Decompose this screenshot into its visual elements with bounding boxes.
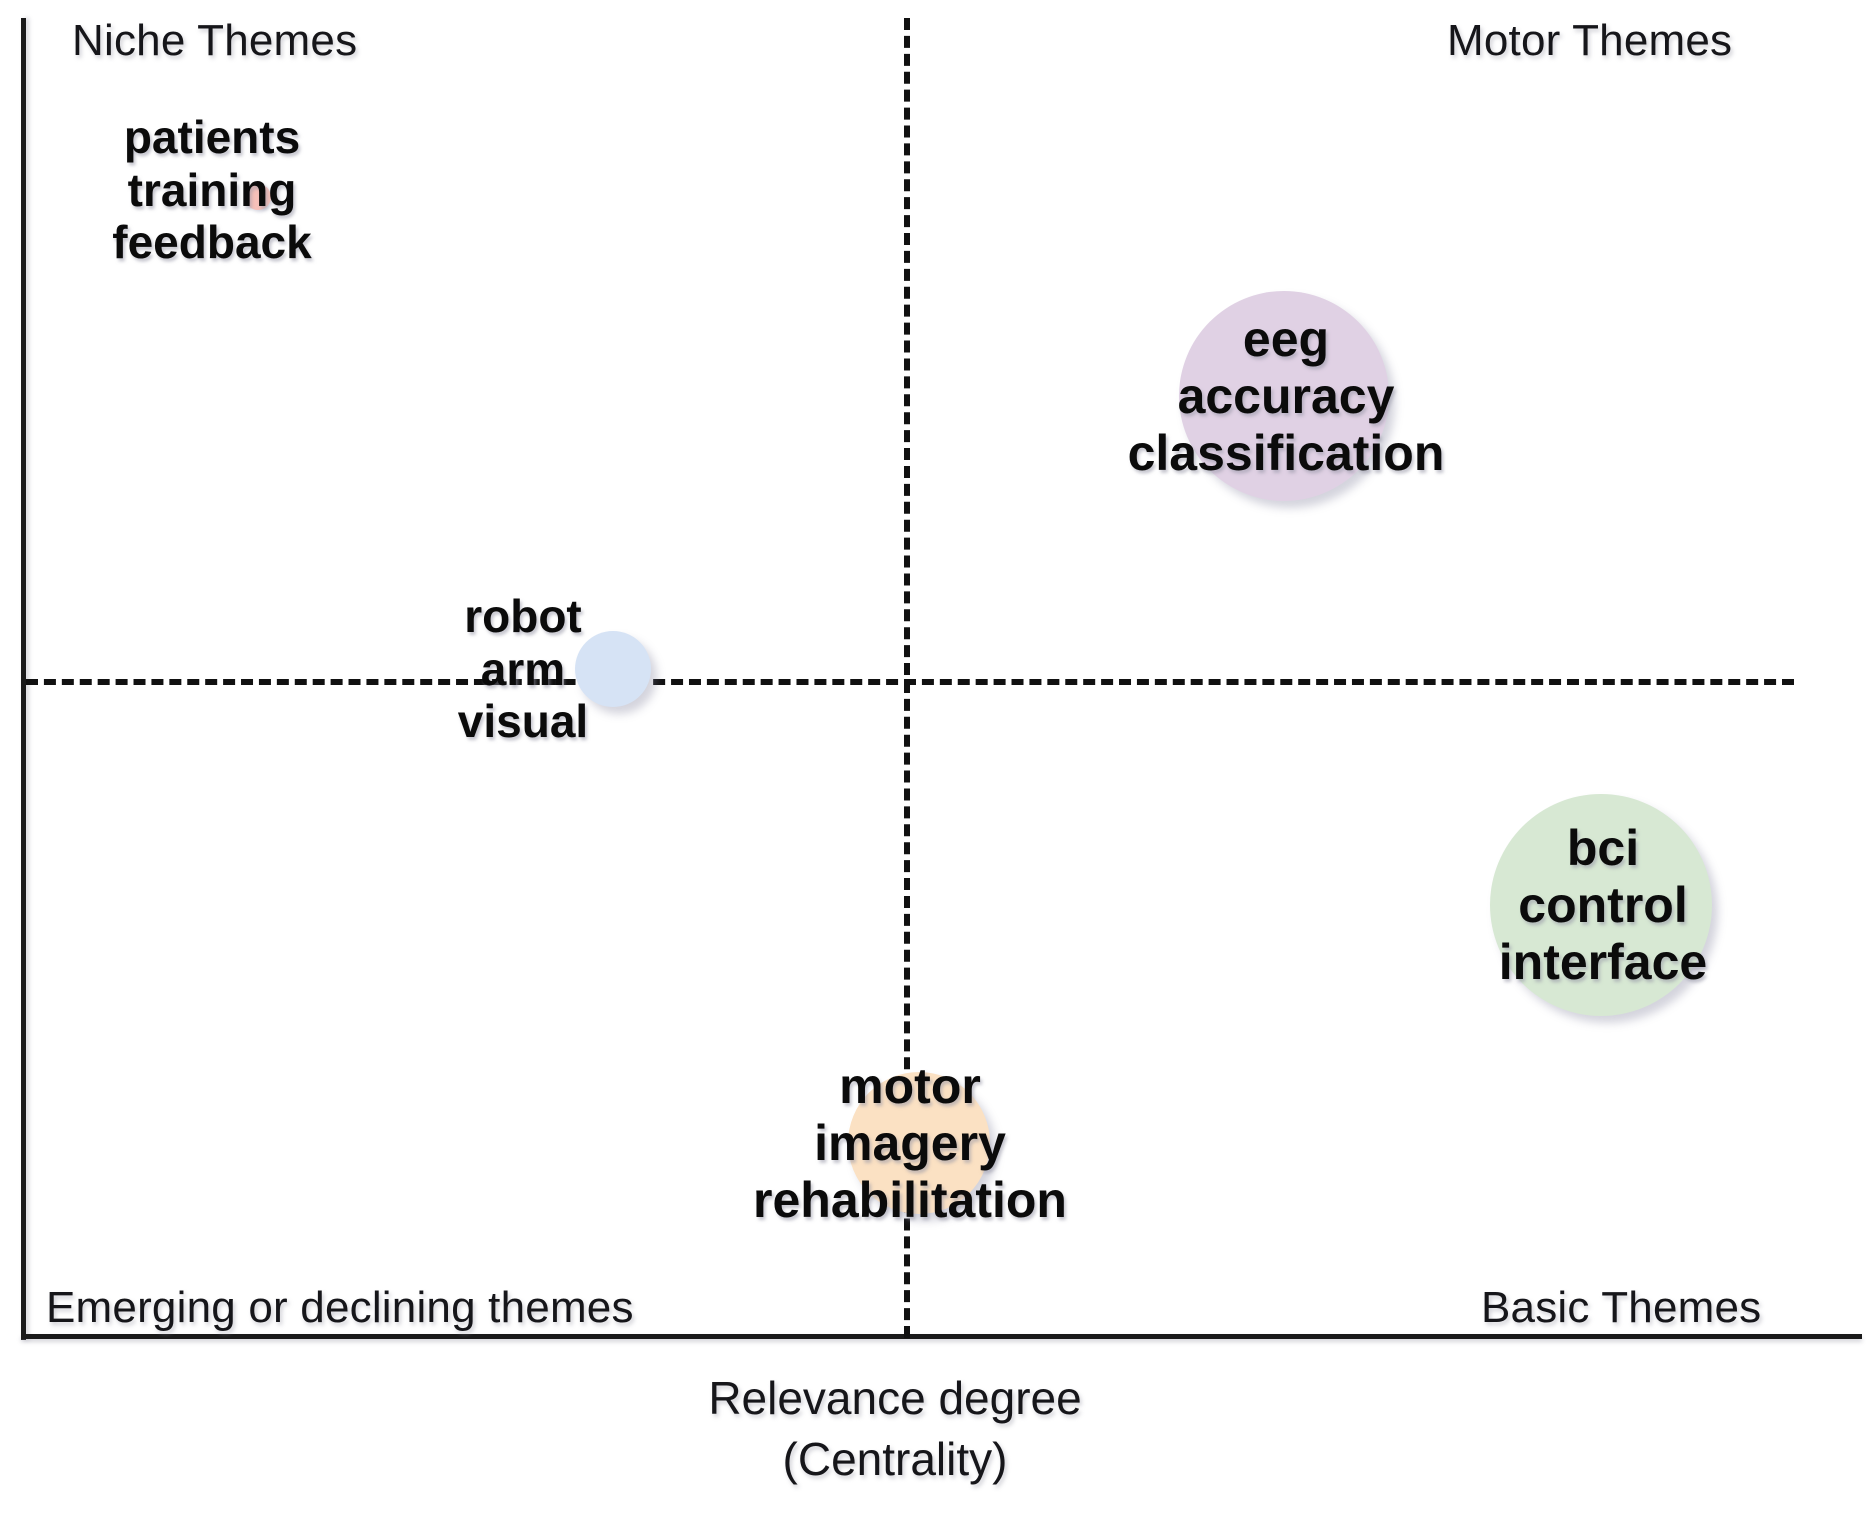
bubble-patients[interactable] [245, 184, 271, 210]
cluster-word: accuracy [1177, 367, 1395, 424]
cluster-word: interface [1498, 933, 1708, 990]
cluster-label-patients: patients training feedback [2, 111, 422, 268]
bubble-bci[interactable] [1490, 794, 1712, 1016]
cluster-word: eeg [1242, 310, 1330, 367]
cluster-word: visual [457, 695, 589, 748]
cluster-word: motor [839, 1057, 981, 1114]
cluster-label-eeg: eeg accuracy classification [936, 311, 1636, 482]
quadrant-label-basic-themes: Basic Themes [1481, 1283, 1762, 1332]
cluster-word: feedback [112, 216, 312, 269]
quadrant-label-niche-themes: Niche Themes [72, 16, 358, 65]
cluster-word: control [1518, 876, 1688, 933]
cluster-word: arm [480, 642, 566, 695]
x-axis-title-line1: Relevance degree [708, 1372, 1082, 1424]
cluster-word: rehabilitation [753, 1171, 1067, 1228]
cluster-label-robot: robot arm visual [303, 590, 743, 747]
quadrant-label-motor-themes: Motor Themes [1447, 16, 1733, 65]
cluster-word: training [127, 163, 297, 216]
y-axis-line [21, 18, 26, 1340]
vertical-quadrant-divider [904, 18, 910, 1338]
cluster-word: classification [1127, 424, 1445, 481]
x-axis-title-line2: (Centrality) [782, 1432, 1008, 1485]
bubble-eeg[interactable] [1179, 291, 1389, 501]
cluster-word: robot [464, 590, 582, 643]
cluster-label-bci: bci control interface [1323, 820, 1866, 991]
cluster-word: imagery [814, 1114, 1006, 1171]
cluster-word: patients [123, 111, 301, 164]
x-axis-title: Relevance degree (Centrality) [0, 1368, 1790, 1489]
quadrant-label-emerging-declining-themes: Emerging or declining themes [46, 1283, 634, 1332]
x-axis-line [21, 1334, 1862, 1339]
bubble-motor-imagery[interactable] [848, 1072, 990, 1214]
cluster-label-motor-imagery: motor imagery rehabilitation [560, 1058, 1260, 1229]
bubble-robot[interactable] [575, 631, 651, 707]
cluster-word: bci [1566, 819, 1640, 876]
horizontal-quadrant-divider [26, 679, 1794, 685]
